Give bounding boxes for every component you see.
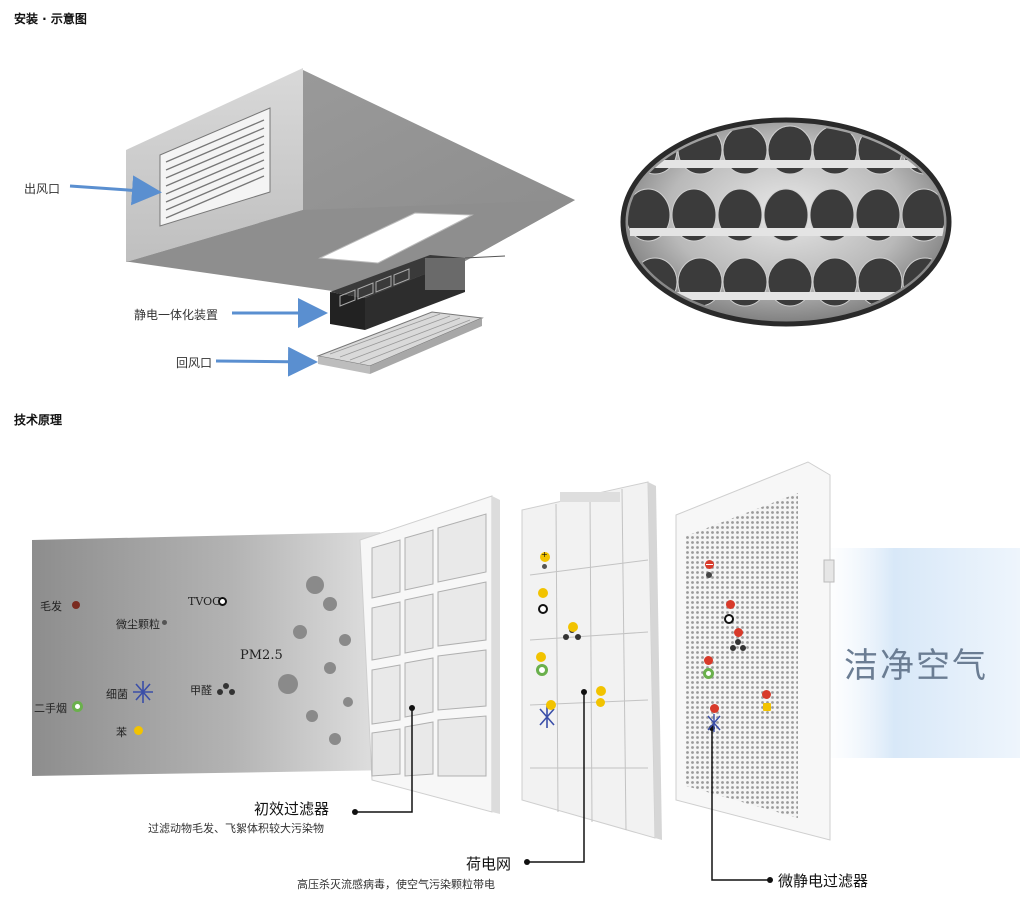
install-section-title: 安装 · 示意图 [14,12,87,26]
positive-charge-dot [538,588,548,598]
ceiling-opening [318,212,474,264]
dust-label: 微尘颗粒 [116,618,160,631]
smoke-on-mesh-dot [536,664,548,676]
positive-charge-dot [540,552,550,562]
hair-label: 毛发 [40,600,62,613]
dust-captured-dot [706,572,712,578]
charged-mesh-desc: 高压杀灭流感病毒，使空气污染颗粒带电 [297,878,495,891]
tvoc-dot [218,597,227,606]
primary-filter [359,495,500,814]
smoke-label: 二手烟 [34,702,67,715]
polluted-air-band [32,532,395,776]
negative-charge-dot [734,628,743,637]
bacteria-captured-icon [707,714,721,732]
benzene-label: 苯 [116,726,127,739]
positive-charge-dot [568,622,578,632]
negative-charge-dot [762,690,771,699]
principle-section-title: 技术原理 [14,413,63,427]
tvoc-captured-dot [724,614,734,624]
pm25-label: PM2.5 [240,648,283,663]
bacteria-label: 细菌 [106,688,128,701]
tvoc-on-mesh-dot [538,604,548,614]
electrostatic-filter-title: 微静电过滤器 [778,872,869,890]
return-arrow [215,346,318,377]
benzene-captured-dot [763,703,771,711]
benzene-on-mesh-dot [596,698,605,707]
return-label: 回风口 [176,356,213,370]
closeup-lens [620,117,952,327]
formaldehyde-label: 甲醛 [190,684,212,697]
particles [278,576,353,745]
formaldehyde-captured-icon [730,639,746,651]
dust-on-mesh-dot [542,564,547,569]
minus-icon [706,564,713,565]
tvoc-label: TVOC [188,595,221,608]
formaldehyde-icon [217,683,235,695]
outlet-arrow [69,175,162,206]
bacteria-icon [133,681,153,703]
hair-dot [72,601,80,609]
device-label: 静电一体化装置 [134,308,219,322]
negative-charge-dot [710,704,719,713]
clean-air-label: 洁净空气 [844,646,988,686]
positive-charge-dot [536,652,546,662]
outlet-label: 出风口 [24,182,61,196]
negative-charge-dot [704,656,713,665]
positive-charge-dot [546,700,556,710]
install-diagram [69,68,952,377]
smoke-captured-dot [703,668,714,679]
primary-filter-title: 初效过滤器 [254,800,330,818]
positive-charge-dot [596,686,606,696]
benzene-dot [134,726,143,735]
primary-filter-desc: 过滤动物毛发、飞絮体积较大污染物 [148,822,324,835]
plus-icon: + [541,550,548,559]
smoke-dot [72,701,83,712]
electrostatic-filter [675,461,835,841]
negative-charge-dot [726,600,735,609]
dust-dot [162,620,167,625]
charged-mesh-title: 荷电网 [466,855,512,873]
